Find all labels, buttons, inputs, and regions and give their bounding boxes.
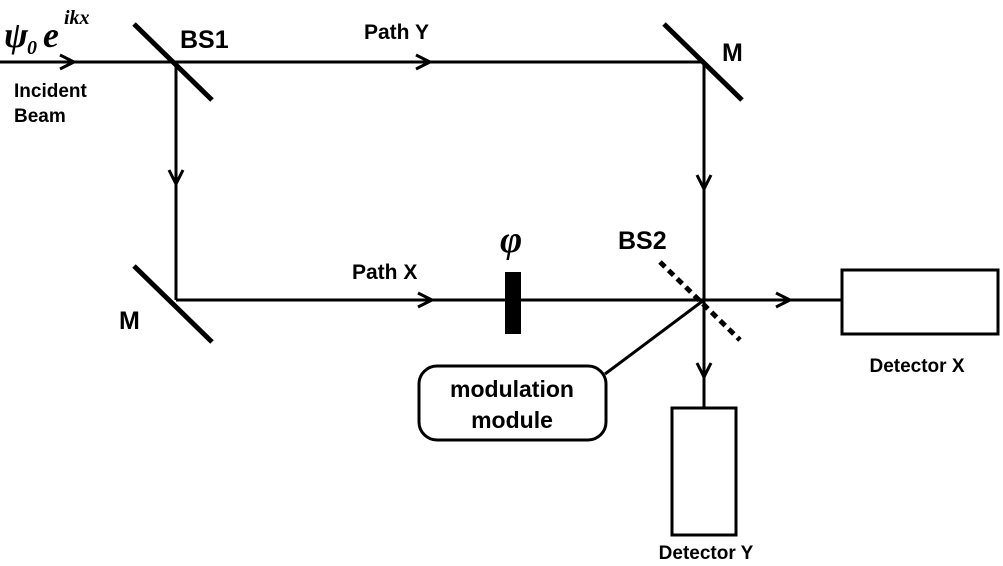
right-vertical-arrow xyxy=(695,174,713,193)
phase-shifter xyxy=(505,272,521,334)
path-y-arrow xyxy=(415,53,434,71)
phase-label: φ xyxy=(500,219,522,261)
bs2-label: BS2 xyxy=(618,227,667,255)
detector-x-label: Detector X xyxy=(869,356,964,377)
path-x-label: Path X xyxy=(352,261,417,284)
incident-wave-subscript: 0 xyxy=(27,37,37,59)
modulation-connector xyxy=(604,298,705,376)
beam-splitter-2 xyxy=(658,260,742,342)
incident-beam-label-1: Incident xyxy=(14,81,88,102)
incident-wave-e: e xyxy=(43,15,59,55)
left-vertical-arrow xyxy=(167,169,185,188)
bs1-label: BS1 xyxy=(180,26,229,54)
path-y-label: Path Y xyxy=(364,21,429,44)
mirror-top-right xyxy=(662,22,744,102)
modulation-module-label-1: modulation xyxy=(450,376,574,402)
mirror-bottom-left xyxy=(132,264,214,344)
path-x-arrow xyxy=(417,291,436,309)
detector-x-box xyxy=(840,268,1000,336)
beam-splitter-1 xyxy=(132,22,214,102)
output-y-arrow xyxy=(695,362,713,381)
detector-y-box xyxy=(670,406,738,537)
incident-beam-arrow xyxy=(59,53,78,71)
modulation-module-label-2: module xyxy=(471,407,553,433)
incident-wave-psi: ψ xyxy=(4,15,29,55)
mirror-bottom-left-label: M xyxy=(119,307,140,335)
detector-y-label: Detector Y xyxy=(659,543,754,564)
incident-wave-exponent: ikx xyxy=(64,7,90,29)
incident-beam-label-2: Beam xyxy=(14,106,66,127)
modulation-module-box xyxy=(417,364,608,442)
output-x-arrow xyxy=(775,291,794,309)
mirror-top-right-label: M xyxy=(722,39,743,67)
